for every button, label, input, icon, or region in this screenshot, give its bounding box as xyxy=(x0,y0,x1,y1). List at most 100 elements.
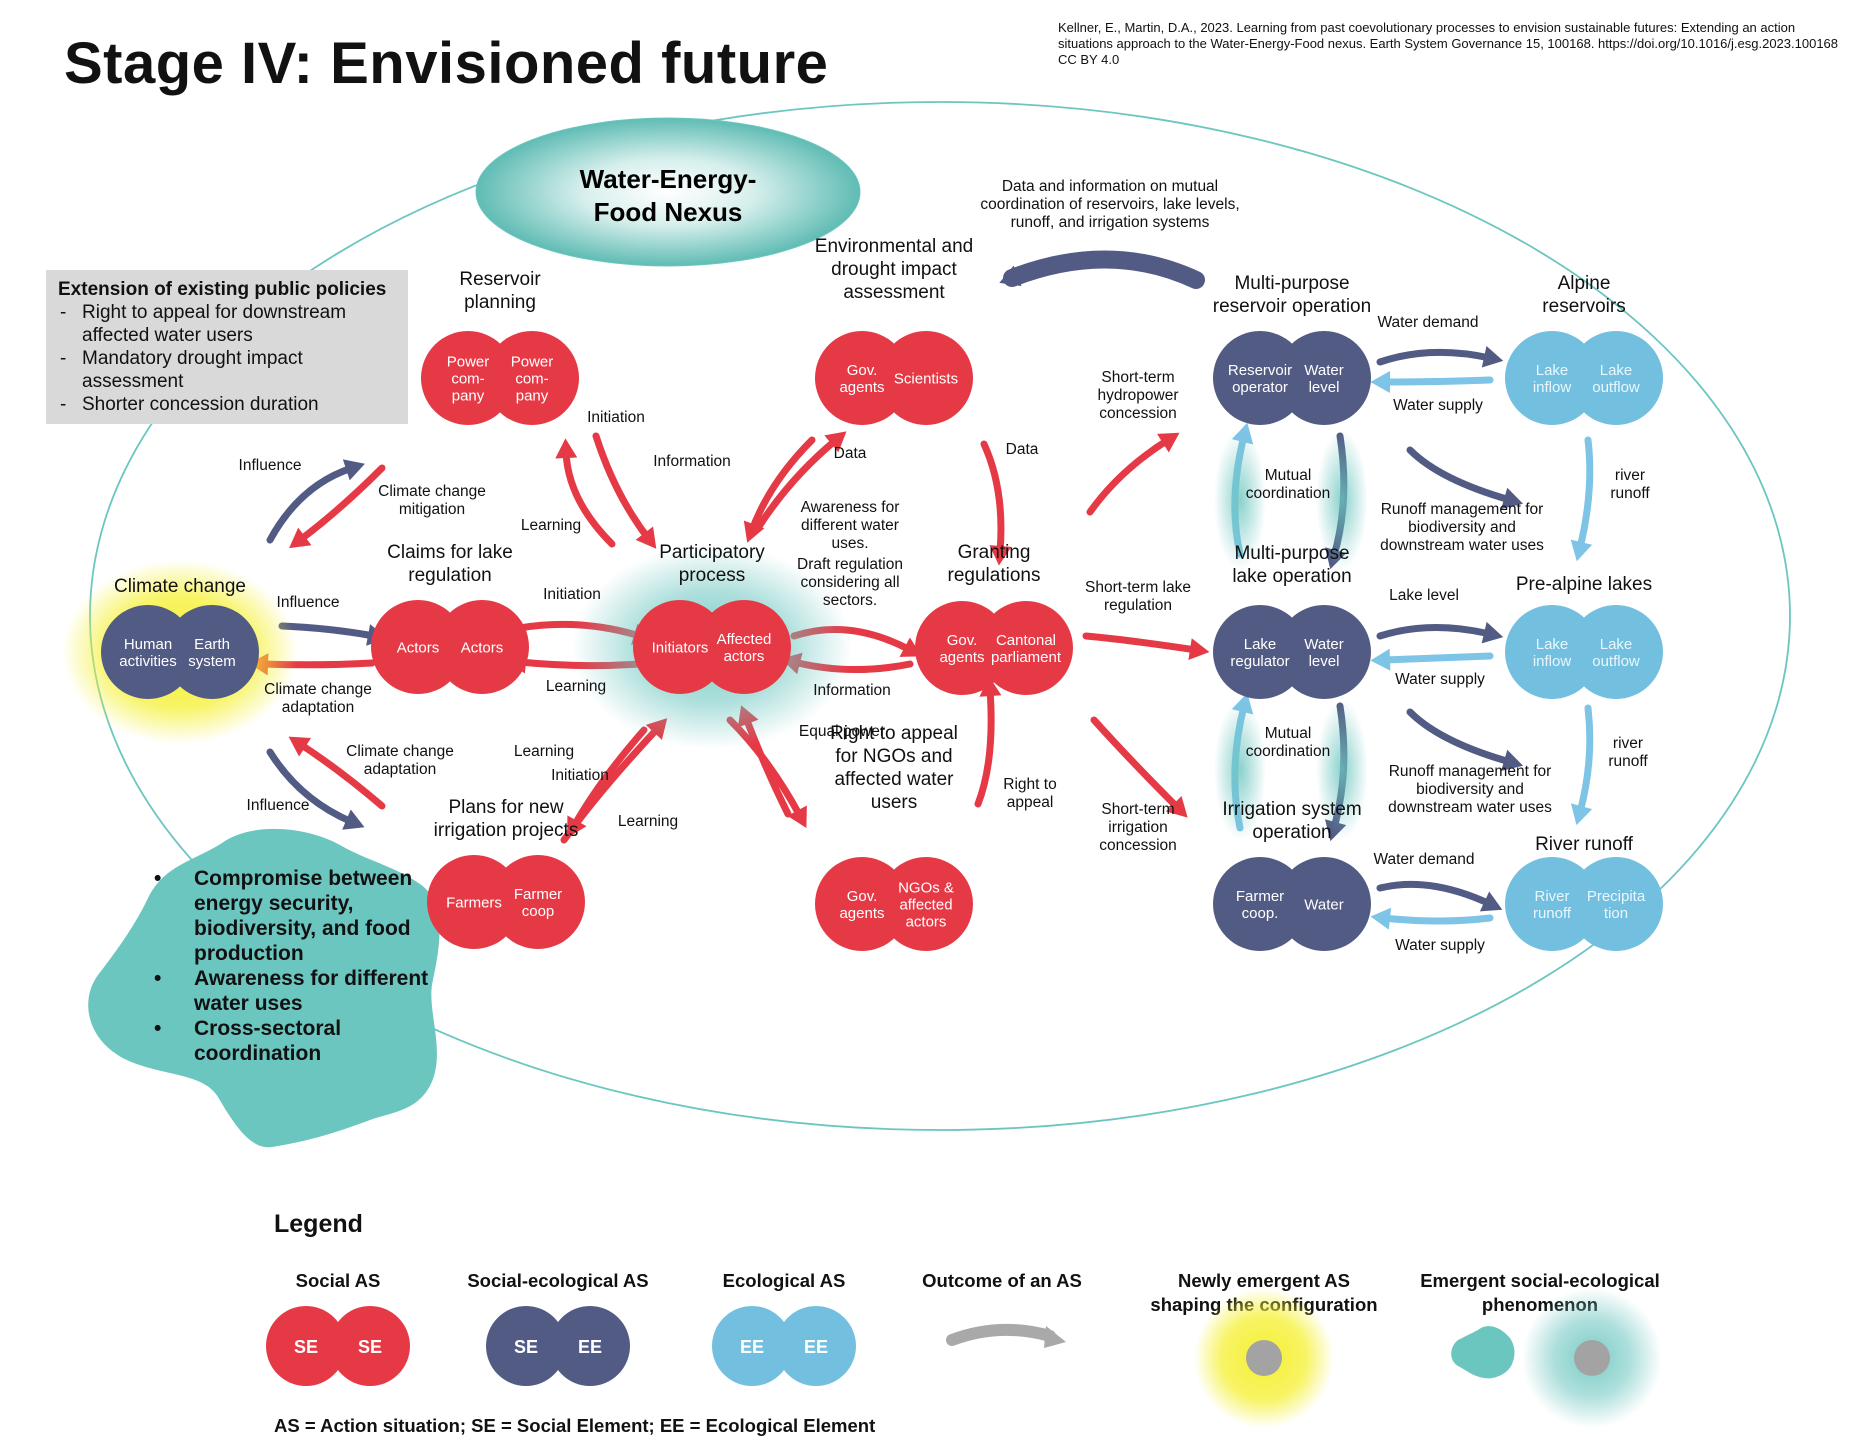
phenomenon-item: Cross-sectoral coordination xyxy=(154,1016,444,1066)
arrow-label: Mutual xyxy=(1265,725,1312,742)
action-situation-title: Multi-purpose xyxy=(1234,273,1349,294)
action-situation-title: River runoff xyxy=(1535,834,1634,855)
arrow-label: irrigation xyxy=(1108,819,1167,836)
action-situation-title: Claims for lake xyxy=(387,542,513,563)
action-situation-title: regulations xyxy=(948,565,1041,586)
arrow-label: runoff xyxy=(1608,753,1648,770)
arrow-label: biodiversity and xyxy=(1408,519,1516,536)
citation: Kellner, E., Martin, D.A., 2023. Learnin… xyxy=(1058,20,1839,67)
element-label: pany xyxy=(516,387,549,404)
legend-yellow-glow xyxy=(1194,1288,1334,1428)
teal-glow xyxy=(1316,430,1368,570)
legend-element-label: EE xyxy=(578,1337,602,1357)
action-situation-lake_op: LakeregulatorWaterlevelMulti-purposelake… xyxy=(1213,543,1371,699)
arrow-label: concession xyxy=(1099,405,1177,422)
arrow-label: appeal xyxy=(1007,794,1054,811)
element-label: Lake xyxy=(1536,636,1569,653)
arrow-label: adaptation xyxy=(364,761,436,778)
legend-element-label: SE xyxy=(358,1337,382,1357)
arrow-label: mitigation xyxy=(399,501,465,518)
element-label: operator xyxy=(1232,379,1288,396)
arrow-label: Learning xyxy=(514,743,574,760)
element-circle xyxy=(979,601,1073,695)
element-label: com- xyxy=(515,370,548,387)
action-situation-title: planning xyxy=(464,292,536,313)
outcome-arrow xyxy=(266,748,365,830)
element-label: Water xyxy=(1304,896,1343,913)
element-label: agents xyxy=(839,379,884,396)
arrow-label: Runoff management for xyxy=(1381,501,1544,518)
arrow-label: uses. xyxy=(831,535,868,552)
teal-glow xyxy=(1214,700,1266,840)
arrow-label: Water supply xyxy=(1395,671,1485,688)
element-label: coop xyxy=(522,903,555,920)
element-label: Farmer xyxy=(514,886,562,903)
policy-item: Mandatory drought impact assessment xyxy=(58,347,396,393)
arrow-label: different water xyxy=(801,517,899,534)
element-label: inflow xyxy=(1533,379,1572,396)
arrow-label: Climate change xyxy=(378,483,486,500)
element-label: Gov. xyxy=(947,632,978,649)
arrow-label: Initiation xyxy=(543,586,601,603)
element-label: com- xyxy=(451,370,484,387)
element-label: system xyxy=(188,653,236,670)
arrow-label: Information xyxy=(813,682,891,699)
element-circle xyxy=(697,600,791,694)
element-label: actors xyxy=(724,648,765,665)
outcome-arrow xyxy=(1376,880,1503,912)
element-label: Scientists xyxy=(894,370,958,387)
nexus-label-line-2: Food Nexus xyxy=(594,197,743,227)
arrow-label: concession xyxy=(1099,837,1177,854)
outcome-arrow xyxy=(289,464,386,549)
arrow-label: hydropower xyxy=(1098,387,1179,404)
action-situation-title: drought impact xyxy=(831,259,957,280)
outcome-arrow xyxy=(1082,632,1210,660)
arrow-label: adaptation xyxy=(282,699,354,716)
teal-glow xyxy=(1214,430,1266,570)
policy-box: Extension of existing public policies Ri… xyxy=(46,270,408,424)
legend-footnote: AS = Action situation; SE = Social Eleme… xyxy=(274,1415,875,1436)
element-label: inflow xyxy=(1533,653,1572,670)
action-situation-title: assessment xyxy=(843,282,945,303)
outcome-arrow xyxy=(1370,907,1494,930)
arrow-label: Water demand xyxy=(1377,314,1478,331)
legend-label: Social-ecological AS xyxy=(467,1270,648,1291)
outcome-arrow xyxy=(980,440,1012,566)
action-situation-title: Participatory xyxy=(659,542,765,563)
outcome-arrow xyxy=(1406,446,1524,509)
arrow-label: Water demand xyxy=(1373,851,1474,868)
element-label: Water xyxy=(1304,636,1343,653)
arrow-label: Mutual xyxy=(1265,467,1312,484)
outcome-arrow xyxy=(567,726,648,838)
legend-label: Newly emergent AS xyxy=(1178,1270,1350,1291)
element-circle xyxy=(165,605,259,699)
outcome-arrow xyxy=(1406,708,1524,771)
arrow-label: Information xyxy=(653,453,731,470)
element-label: Power xyxy=(511,353,554,370)
arrow-label: Draft regulation xyxy=(797,556,903,573)
element-circle xyxy=(435,600,529,694)
element-label: Lake xyxy=(1600,362,1633,379)
outcome-arrow xyxy=(1086,432,1180,516)
action-situation-title: process xyxy=(679,565,746,586)
action-situation-reservoir_op: ReservoiroperatorWaterlevelMulti-purpose… xyxy=(1213,273,1371,425)
legend-label: Social AS xyxy=(296,1270,381,1291)
element-circle xyxy=(1569,605,1663,699)
element-circle xyxy=(491,855,585,949)
element-label: pany xyxy=(452,387,485,404)
element-label: Cantonal xyxy=(996,632,1056,649)
outcome-arrow xyxy=(1370,371,1494,393)
legend-label: Ecological AS xyxy=(723,1270,846,1291)
element-circle xyxy=(1277,331,1371,425)
action-situation-title: reservoir operation xyxy=(1213,296,1371,317)
arrow-label: downstream water uses xyxy=(1380,537,1544,554)
phenomenon-item: Compromise between energy security, biod… xyxy=(154,866,444,966)
